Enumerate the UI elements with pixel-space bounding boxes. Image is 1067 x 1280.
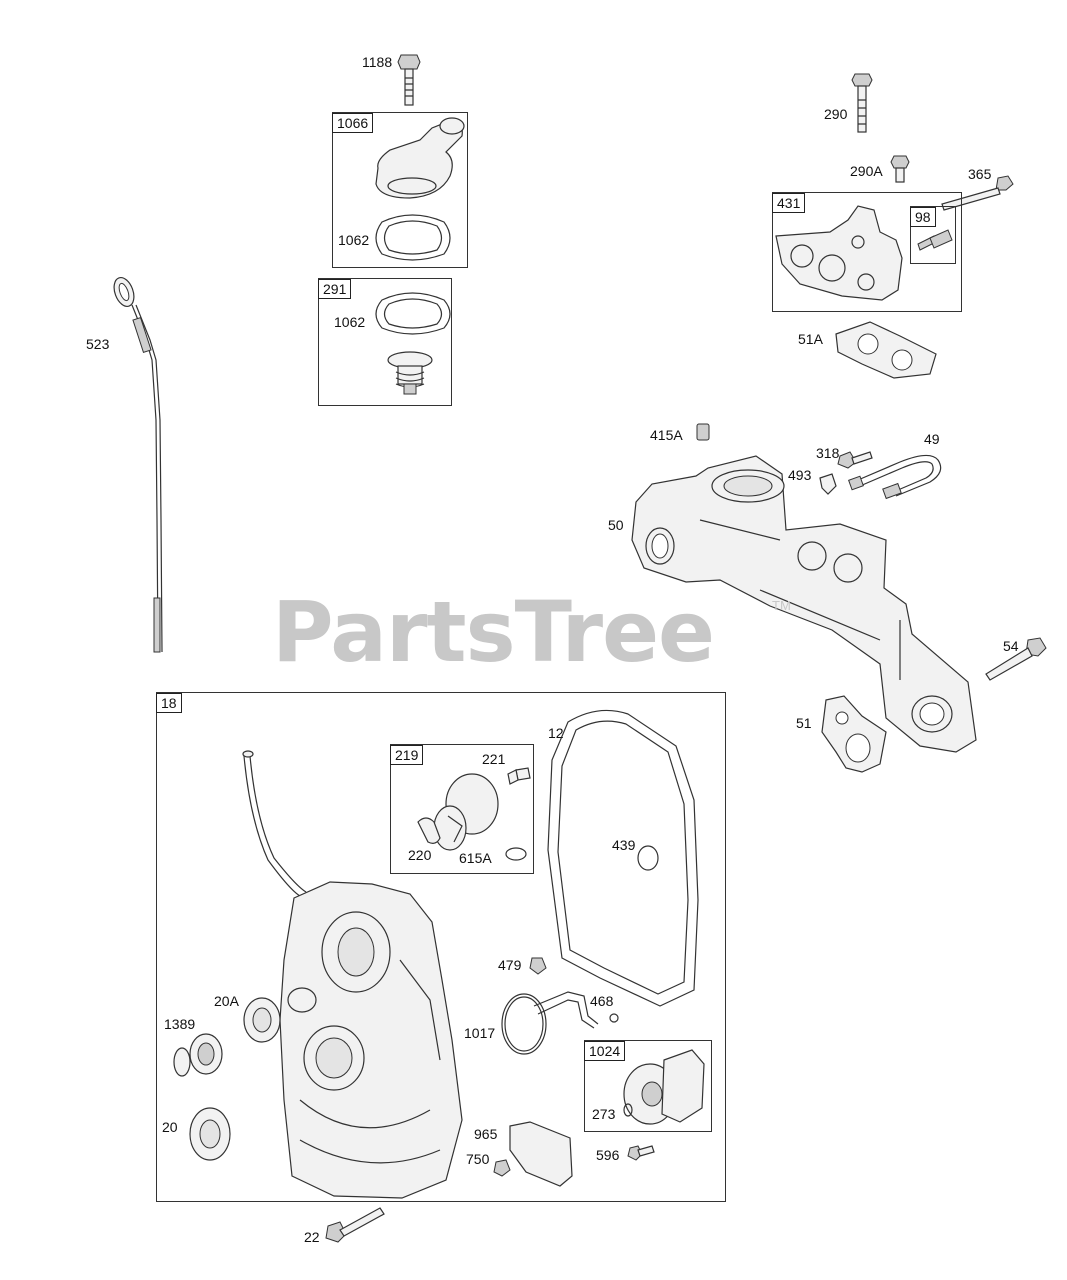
bolt-290A[interactable]	[890, 155, 910, 183]
callout-273[interactable]: 273	[592, 1106, 616, 1122]
callout-1389[interactable]: 1389	[164, 1016, 196, 1032]
callout-20[interactable]: 20	[162, 1119, 178, 1135]
dipstick-523[interactable]	[110, 275, 163, 653]
callout-415A[interactable]: 415A	[650, 427, 683, 443]
callout-479[interactable]: 479	[498, 957, 522, 973]
group-box-431	[772, 192, 962, 312]
callout-439[interactable]: 439	[612, 837, 636, 853]
thermostat-housing-1066[interactable]	[375, 117, 465, 199]
callout-596[interactable]: 596	[596, 1147, 620, 1163]
bolt-290[interactable]	[851, 73, 873, 133]
callout-51A[interactable]: 51A	[798, 331, 823, 347]
callout-50[interactable]: 50	[608, 517, 624, 533]
tube-468[interactable]	[533, 991, 619, 1029]
callout-750[interactable]: 750	[466, 1151, 490, 1167]
gasket-1062-bottom[interactable]	[375, 292, 451, 335]
callout-1062-bottom[interactable]: 1062	[334, 314, 366, 330]
oring-439[interactable]	[637, 845, 659, 871]
clip-615A[interactable]	[505, 847, 527, 861]
thermostat-291[interactable]	[387, 351, 433, 395]
screw-750[interactable]	[493, 1159, 511, 1177]
callout-1017[interactable]: 1017	[464, 1025, 496, 1041]
bolt-22[interactable]	[325, 1207, 385, 1243]
screw-596[interactable]	[627, 1145, 655, 1161]
callout-12[interactable]: 12	[548, 725, 564, 741]
group-box-98	[910, 206, 956, 264]
callout-318[interactable]: 318	[816, 445, 840, 461]
callout-615A[interactable]: 615A	[459, 850, 492, 866]
gasket-51A[interactable]	[835, 321, 937, 379]
bolt-54[interactable]	[985, 637, 1047, 681]
group-box-219	[390, 744, 534, 874]
bolt-1188[interactable]	[397, 54, 421, 106]
callout-468[interactable]: 468	[590, 993, 614, 1009]
callout-51[interactable]: 51	[796, 715, 812, 731]
callout-221[interactable]: 221	[482, 751, 506, 767]
arm-220[interactable]	[417, 817, 441, 844]
seal-20A[interactable]	[243, 997, 281, 1043]
bearing-1389[interactable]	[173, 1033, 223, 1077]
group-box-1066	[332, 112, 468, 268]
callout-22[interactable]: 22	[304, 1229, 320, 1245]
cover-plate-965[interactable]	[509, 1121, 573, 1187]
box-label-219[interactable]: 219	[390, 745, 424, 765]
callout-54[interactable]: 54	[1003, 638, 1019, 654]
watermark: PartsTree	[272, 583, 715, 681]
tube-49[interactable]	[848, 454, 942, 500]
gasket-1062-top[interactable]	[375, 214, 451, 261]
group-box-18	[156, 692, 726, 1202]
screw-479[interactable]	[529, 957, 547, 975]
oring-1017[interactable]	[501, 993, 547, 1055]
oil-pump-1024[interactable]	[623, 1049, 705, 1125]
callout-20A[interactable]: 20A	[214, 993, 239, 1009]
box-label-1066[interactable]: 1066	[332, 113, 374, 133]
group-box-1024	[584, 1040, 712, 1132]
seal-20[interactable]	[189, 1107, 231, 1161]
callout-220[interactable]: 220	[408, 847, 432, 863]
callout-290[interactable]: 290	[824, 106, 848, 122]
plug-415A[interactable]	[696, 423, 710, 441]
bolt-365[interactable]	[941, 175, 1014, 211]
box-label-18[interactable]: 18	[156, 693, 182, 713]
intake-manifold-50[interactable]	[631, 455, 977, 753]
box-label-291[interactable]: 291	[318, 279, 352, 299]
box-label-431[interactable]: 431	[772, 193, 806, 213]
callout-1188[interactable]: 1188	[362, 54, 393, 70]
box-label-98[interactable]: 98	[910, 207, 936, 227]
crankcase-cover[interactable]	[242, 750, 463, 1199]
watermark-trademark: TM	[772, 598, 791, 613]
callout-493[interactable]: 493	[788, 467, 812, 483]
box-label-1024[interactable]: 1024	[584, 1041, 626, 1061]
adapter-431[interactable]	[775, 205, 903, 301]
oring-273[interactable]	[623, 1103, 633, 1117]
callout-1062-top[interactable]: 1062	[338, 232, 370, 248]
callout-523[interactable]: 523	[86, 336, 110, 352]
gasket-12[interactable]	[547, 709, 699, 1007]
gasket-51[interactable]	[821, 695, 887, 773]
screw-318[interactable]	[837, 451, 873, 469]
callout-965[interactable]: 965	[474, 1126, 498, 1142]
fitting-98[interactable]	[917, 229, 953, 251]
callout-365[interactable]: 365	[968, 166, 992, 182]
screw-221[interactable]	[507, 767, 531, 785]
group-box-291	[318, 278, 452, 406]
clip-493[interactable]	[819, 473, 837, 495]
governor-gear-219[interactable]	[433, 773, 499, 851]
callout-49[interactable]: 49	[924, 431, 940, 447]
callout-290A[interactable]: 290A	[850, 163, 883, 179]
